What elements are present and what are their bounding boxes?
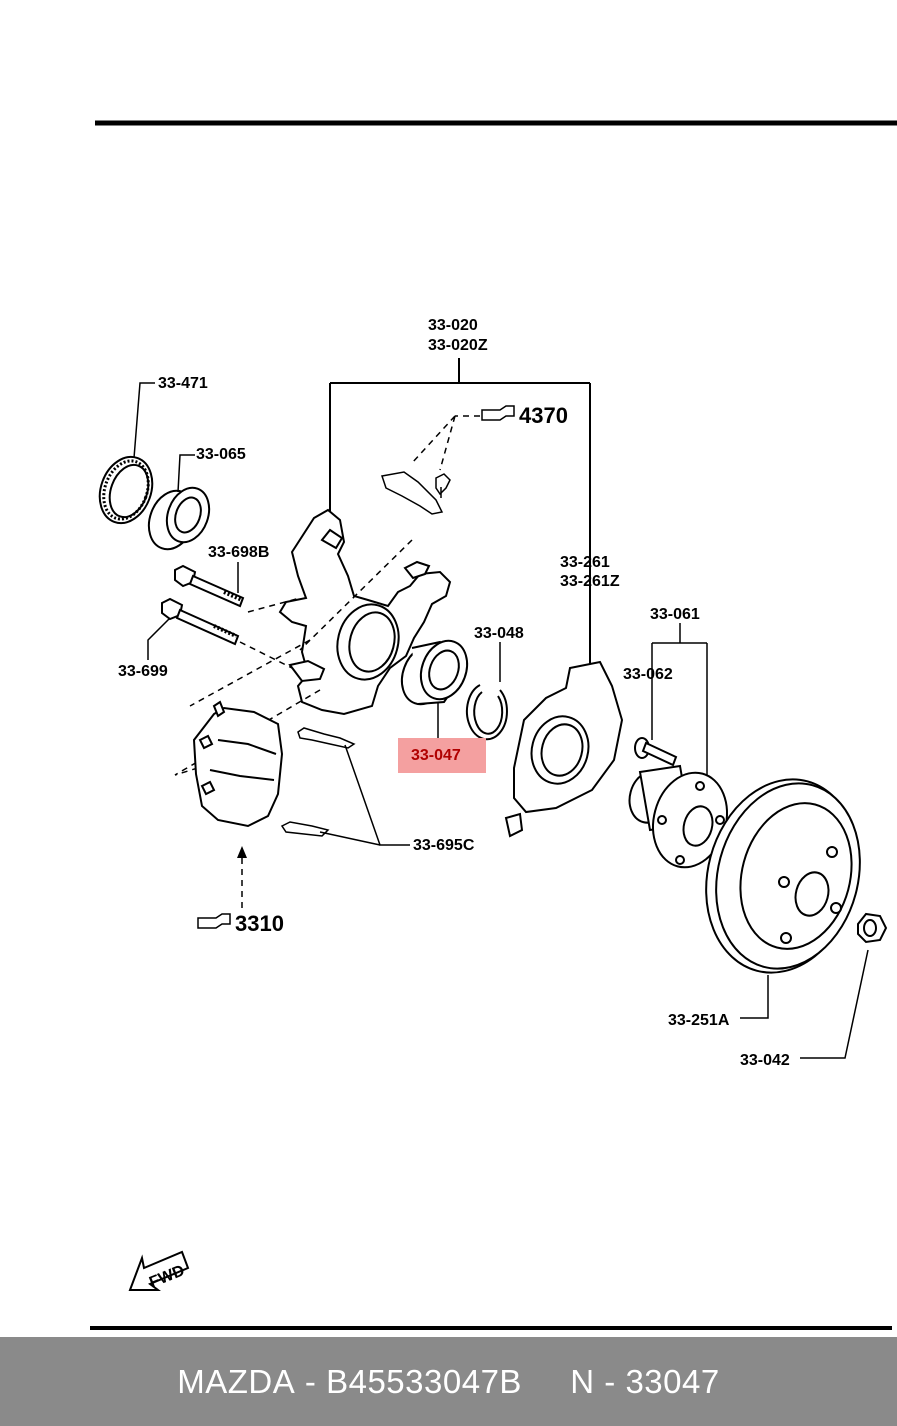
footer-ref: N - 33047 [570,1362,720,1400]
steering-knuckle [278,508,452,716]
label-33-048: 33-048 [474,625,524,642]
bracket-33-061 [651,623,708,775]
hub-bolt [634,737,678,767]
label-4370: 4370 [519,403,568,428]
label-33-695C: 33-695C [413,837,475,854]
label-33-042: 33-042 [740,1052,790,1069]
label-33-065: 33-065 [196,446,246,463]
caliper-clip [381,471,451,515]
hand-pointer-icon [481,405,515,421]
hand-pointer-icon [197,913,231,929]
label-33-062: 33-062 [623,666,673,683]
leader-33-065 [177,454,195,493]
anti-rattle-clips [280,727,356,837]
brake-disc [705,778,861,974]
footer-bar: MAZDA - B45533047B N - 33047 [0,1337,897,1426]
brake-caliper [192,700,284,828]
seal [147,486,211,551]
label-33-020Z: 33-020Z [428,337,488,354]
label-33-061: 33-061 [650,606,700,623]
wheel-bearing [400,639,469,706]
fwd-arrow-icon: FWD [128,1250,190,1292]
leader-33-251A [740,975,769,1019]
footer-brand: MAZDA [177,1362,296,1400]
footer-sep: - [295,1362,327,1400]
label-33-699: 33-699 [118,663,168,680]
footer-part-number: B45533047B [326,1362,522,1400]
label-33-261: 33-261 [560,554,610,571]
arrow-3310 [237,846,247,858]
dust-shield [504,660,624,838]
leader-33-699 [147,617,171,660]
footer-gap [522,1363,570,1401]
leader-33-695C-b [319,831,381,846]
callout-4370-lines [411,415,480,471]
leader-33-042 [800,949,869,1059]
bolt-33-699 [161,597,240,646]
label-33-047: 33-047 [411,747,461,764]
abs-ring [98,455,154,525]
exploded-parts-diagram: FWD 33-020 33-020Z 33-471 33-065 4370 33… [90,120,897,1330]
label-33-471: 33-471 [158,375,208,392]
label-33-020: 33-020 [428,317,478,334]
snap-ring [465,684,508,741]
wheel-hub [628,764,728,869]
highlight-box [398,738,486,773]
label-3310: 3310 [235,911,284,936]
leader-33-471 [133,382,155,459]
label-33-698B: 33-698B [208,544,269,561]
label-33-261Z: 33-261Z [560,573,620,590]
label-33-251A: 33-251A [668,1012,730,1029]
hub-nut [857,912,888,944]
bracket-33-020 [329,358,591,665]
bolt-33-698B [174,564,245,608]
